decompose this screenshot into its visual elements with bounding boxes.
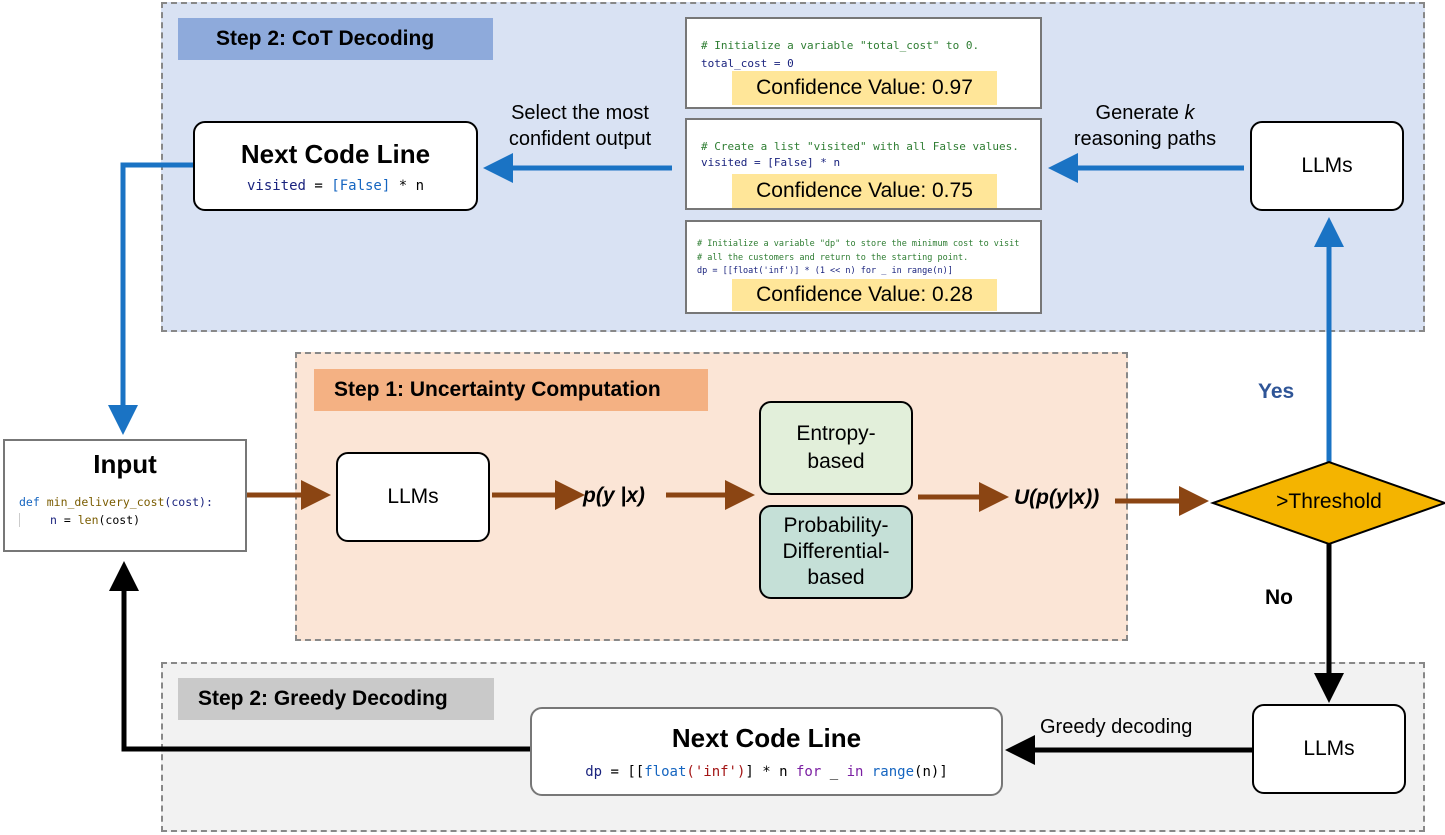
uncertainty-step-label: Step 1: Uncertainty Computation [314, 369, 708, 411]
generate-paths-label: Generate k reasoning paths [1073, 102, 1217, 150]
greedy-decoding-label: Greedy decoding [1040, 716, 1193, 738]
candidate-3-comment: # Initialize a variable "dp" to store th… [697, 239, 1020, 249]
prob-label: p(y |x) [583, 484, 645, 507]
input-code-line-2: n = len(cost) [19, 513, 140, 527]
candidate-2-confidence: Confidence Value: 0.75 [732, 174, 997, 208]
candidate-path-1: # Initialize a variable "total_cost" to … [685, 17, 1042, 109]
cot-llms-box: LLMs [1250, 121, 1404, 211]
uncertainty-label: U(p(y|x)) [1014, 486, 1100, 509]
no-label: No [1265, 586, 1293, 609]
input-title: Input [93, 449, 157, 479]
threshold-label: >Threshold [1276, 490, 1382, 513]
input-box: Input def min_delivery_cost(cost): n = l… [3, 439, 247, 552]
greedy-llms-box: LLMs [1252, 704, 1406, 794]
greedy-step-label: Step 2: Greedy Decoding [178, 678, 494, 720]
arrow-cot-to-input [108, 162, 193, 435]
select-output-label: Select the most confident output [508, 102, 652, 150]
input-code-line-1: def min_delivery_cost(cost): [19, 495, 213, 509]
greedy-next-code-line-box: Next Code Line dp = [[float('inf')] * n … [530, 707, 1003, 796]
entropy-based-box: Entropy- based [759, 401, 913, 495]
candidate-path-2: # Create a list "visited" with all False… [685, 118, 1042, 210]
candidate-1-comment: # Initialize a variable "total_cost" to … [701, 39, 980, 52]
candidate-path-3: # Initialize a variable "dp" to store th… [685, 220, 1042, 314]
cot-next-code-title: Next Code Line [240, 138, 431, 169]
greedy-next-code-title: Next Code Line [671, 723, 862, 753]
candidate-1-code: total_cost = 0 [701, 57, 794, 70]
candidate-3-code: dp = [[float('inf')] * (1 << n) for _ in… [697, 266, 953, 276]
candidate-1-confidence: Confidence Value: 0.97 [732, 71, 997, 105]
yes-label: Yes [1258, 380, 1295, 403]
uncertainty-llms-box: LLMs [336, 452, 490, 542]
candidate-2-code: visited = [False] * n [701, 156, 841, 169]
cot-step-label: Step 2: CoT Decoding [178, 18, 493, 60]
arrow-greedy-to-input [109, 561, 530, 752]
probability-differential-box: Probability- Differential- based [759, 505, 913, 599]
threshold-diamond [1209, 460, 1445, 546]
candidate-3-comment-2: # all the customers and return to the st… [697, 253, 969, 263]
candidate-3-confidence: Confidence Value: 0.28 [732, 279, 997, 311]
cot-next-code: visited = [False] * n [246, 177, 425, 194]
greedy-next-code: dp = [[float('inf')] * n for _ in range(… [585, 764, 948, 780]
cot-next-code-line-box: Next Code Line visited = [False] * n [193, 121, 478, 211]
candidate-2-comment: # Create a list "visited" with all False… [701, 140, 1019, 153]
